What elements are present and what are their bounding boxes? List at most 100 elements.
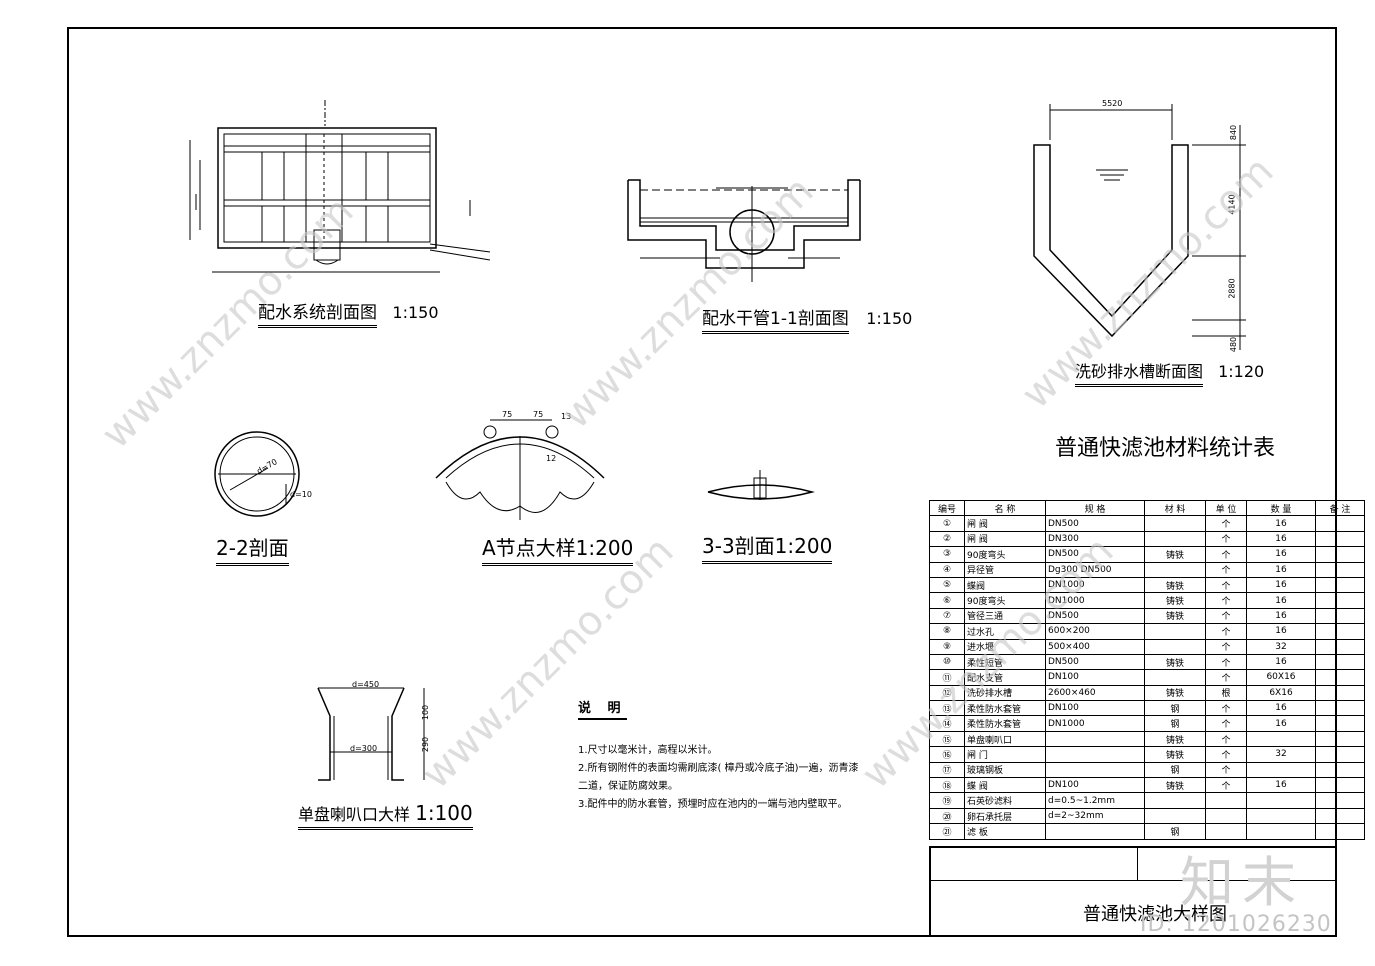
- table-cell: ⑲: [929, 792, 965, 809]
- table-cell: DN500: [1045, 515, 1145, 532]
- table-cell: 16: [1246, 530, 1316, 548]
- table-cell: [1315, 546, 1365, 563]
- table-cell: d=2~32mm: [1045, 807, 1145, 825]
- table-cell: DN500: [1045, 653, 1145, 671]
- watermark-logo: 知末: [1180, 851, 1304, 914]
- table-cell: d=0.5~1.2mm: [1045, 792, 1145, 809]
- table-cell: [1315, 792, 1365, 809]
- table-cell: 个: [1205, 777, 1247, 794]
- table-cell: ①: [929, 515, 965, 532]
- table-cell: 异径管: [964, 561, 1046, 578]
- table-cell: 90度弯头: [964, 546, 1046, 563]
- table-cell: 个: [1205, 700, 1247, 717]
- table-cell: ⑤: [929, 576, 965, 594]
- table-cell: ㉑: [929, 823, 965, 840]
- header-cell: 备 注: [1315, 499, 1365, 517]
- table-cell: 铸铁: [1144, 777, 1206, 794]
- title-block-divider: [1137, 848, 1138, 880]
- table-cell: [1045, 746, 1145, 763]
- table-cell: DN100: [1045, 700, 1145, 717]
- table-cell: [1246, 823, 1316, 840]
- table-cell: 闸 门: [964, 746, 1046, 763]
- bell-dim-top: d=450: [352, 680, 380, 689]
- table-cell: [1315, 561, 1365, 578]
- table-cell: 个: [1205, 638, 1247, 655]
- view6-title: 3-3剖面1:200: [702, 530, 833, 564]
- bell-dim-h1: 100: [421, 704, 431, 721]
- table-cell: [1246, 807, 1316, 825]
- trough-h1-dim: 840: [1229, 124, 1239, 141]
- table-cell: [1315, 761, 1365, 779]
- table-cell: [1315, 700, 1365, 717]
- table-cell: 16: [1246, 653, 1316, 671]
- table-header-row: 编号 名 称 规 格 材 料 单 位 数 量 备 注: [929, 499, 1365, 517]
- table-cell: 60X16: [1246, 669, 1316, 686]
- table-cell: 6X16: [1246, 684, 1316, 702]
- table-cell: 个: [1205, 761, 1247, 779]
- table-cell: 个: [1205, 515, 1247, 532]
- table-cell: [1144, 515, 1206, 532]
- table-cell: [1144, 623, 1206, 640]
- main-pipe-section-1-1: [627, 179, 861, 282]
- table-cell: [1315, 515, 1365, 532]
- view2-title: 配水干管1-1剖面图: [702, 309, 849, 329]
- bell-mouth-detail: [317, 687, 425, 781]
- table-cell: [1315, 623, 1365, 640]
- table-cell: 钢: [1144, 761, 1206, 779]
- table-cell: 个: [1205, 530, 1247, 548]
- table-cell: 玻璃钢板: [964, 761, 1046, 779]
- table-cell: [1315, 777, 1365, 794]
- table-cell: 个: [1205, 746, 1247, 763]
- table-cell: [1315, 653, 1365, 671]
- table-cell: 个: [1205, 669, 1247, 686]
- table-cell: [1205, 823, 1247, 840]
- table-cell: 16: [1246, 607, 1316, 625]
- detail-a-dim-a: 75: [502, 410, 513, 419]
- table-cell: 闸 阀: [964, 515, 1046, 532]
- note-line: 2.所有钢附件的表面均需刷底漆( 樟丹或冷底子油)一遍，沥青漆: [578, 763, 859, 774]
- title-block: 普通快滤池大样图: [929, 846, 1337, 937]
- view3-title: 洗砂排水槽断面图: [1075, 362, 1204, 381]
- table-cell: 个: [1205, 561, 1247, 578]
- detail-a: [435, 419, 605, 520]
- table-cell: ⑱: [929, 777, 965, 794]
- table-cell: [1315, 607, 1365, 625]
- table-cell: 钢: [1144, 715, 1206, 732]
- table-cell: 滤 板: [964, 823, 1046, 840]
- table-cell: 16: [1246, 561, 1316, 578]
- view3-caption: 洗砂排水槽断面图 1:120: [1075, 358, 1264, 387]
- table-cell: 蝶 阀: [964, 777, 1046, 794]
- table-cell: DN100: [1045, 777, 1145, 794]
- table-cell: [1315, 576, 1365, 594]
- table-cell: 个: [1205, 576, 1247, 594]
- title-block-rule: [931, 880, 1337, 881]
- table-cell: ⑧: [929, 623, 965, 640]
- header-cell: 数 量: [1246, 499, 1316, 517]
- watermark-id: ID: 1201026230: [1140, 912, 1332, 937]
- view2-scale: 1:150: [866, 309, 913, 328]
- note-line: 二道，保证防腐效果。: [578, 781, 678, 792]
- view3-scale: 1:120: [1218, 362, 1265, 381]
- table-cell: ④: [929, 561, 965, 578]
- view5-title: A节点大样1:200: [482, 532, 634, 566]
- table-cell: [1144, 530, 1206, 548]
- table-cell: 600×200: [1045, 623, 1145, 640]
- table-cell: 16: [1246, 700, 1316, 717]
- view4-caption: 2-2剖面: [216, 532, 289, 566]
- table-cell: ⑰: [929, 761, 965, 779]
- table-cell: DN100: [1045, 669, 1145, 686]
- view1-title: 配水系统剖面图: [258, 303, 377, 323]
- table-cell: DN1000: [1045, 715, 1145, 732]
